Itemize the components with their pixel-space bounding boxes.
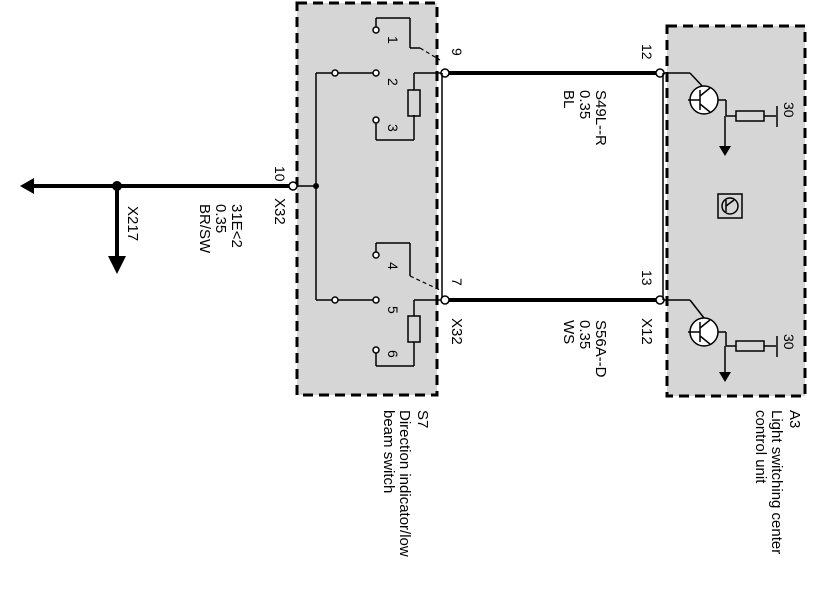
ground-wire [20, 178, 298, 274]
contact-3: 3 [385, 124, 401, 132]
svg-text:0.35: 0.35 [576, 90, 593, 119]
contact-6: 6 [385, 350, 401, 358]
supply-30-top: 30 [781, 102, 797, 118]
svg-text:S49L--R: S49L--R [592, 90, 609, 146]
contact-5: 5 [385, 306, 401, 314]
wire-bottom [440, 73, 665, 305]
contact-1: 1 [385, 36, 401, 44]
pin-9-label: 9 [449, 48, 465, 56]
svg-text:A3: A3 [786, 410, 803, 428]
s7-internal [297, 17, 442, 367]
contact-4: 4 [385, 262, 401, 270]
ground-wire-label: 31E<2 0.35 BR/SW [196, 204, 245, 254]
s7-module-box [295, 1, 439, 397]
x32-connector-left: X32 [271, 198, 288, 225]
pin-12-label: 12 [639, 44, 655, 60]
pin-13-label: 13 [639, 270, 655, 286]
svg-text:Light switching center: Light switching center [768, 410, 785, 554]
transistor-icon [688, 85, 719, 115]
svg-text:S7: S7 [414, 410, 431, 428]
x12-connector: X12 [638, 318, 655, 345]
x32-connector-bottom: X32 [448, 318, 465, 345]
pin-10-label: 10 [272, 166, 288, 182]
x217-connector: X217 [124, 206, 141, 241]
svg-text:0.35: 0.35 [212, 204, 229, 233]
svg-text:beam switch: beam switch [380, 410, 397, 493]
contact-2: 2 [385, 78, 401, 86]
svg-text:S56A--D: S56A--D [592, 320, 609, 378]
svg-text:31E<2: 31E<2 [228, 204, 245, 248]
a3-internal [664, 72, 778, 382]
svg-text:BL: BL [560, 90, 577, 108]
s7-caption: S7 Direction indicator/low beam switch [380, 410, 431, 557]
bottom-wire-label: S56A--D 0.35 WS [560, 320, 609, 378]
lamp-symbol-icon [717, 193, 743, 219]
supply-30-bottom: 30 [781, 334, 797, 350]
wire-top [440, 68, 665, 300]
svg-text:Direction indicator/low: Direction indicator/low [396, 410, 413, 557]
pin-10-terminal [288, 181, 298, 191]
svg-text:BR/SW: BR/SW [196, 204, 213, 254]
ground-arrow-icon [20, 178, 34, 194]
pin-7-label: 7 [449, 278, 465, 286]
svg-text:WS: WS [560, 320, 577, 344]
top-wire-label: S49L--R 0.35 BL [560, 90, 609, 146]
x217-arrow-icon [108, 256, 126, 274]
a3-caption: A3 Light switching center control unit [752, 410, 803, 554]
svg-text:control unit: control unit [752, 410, 769, 484]
svg-text:0.35: 0.35 [576, 320, 593, 349]
